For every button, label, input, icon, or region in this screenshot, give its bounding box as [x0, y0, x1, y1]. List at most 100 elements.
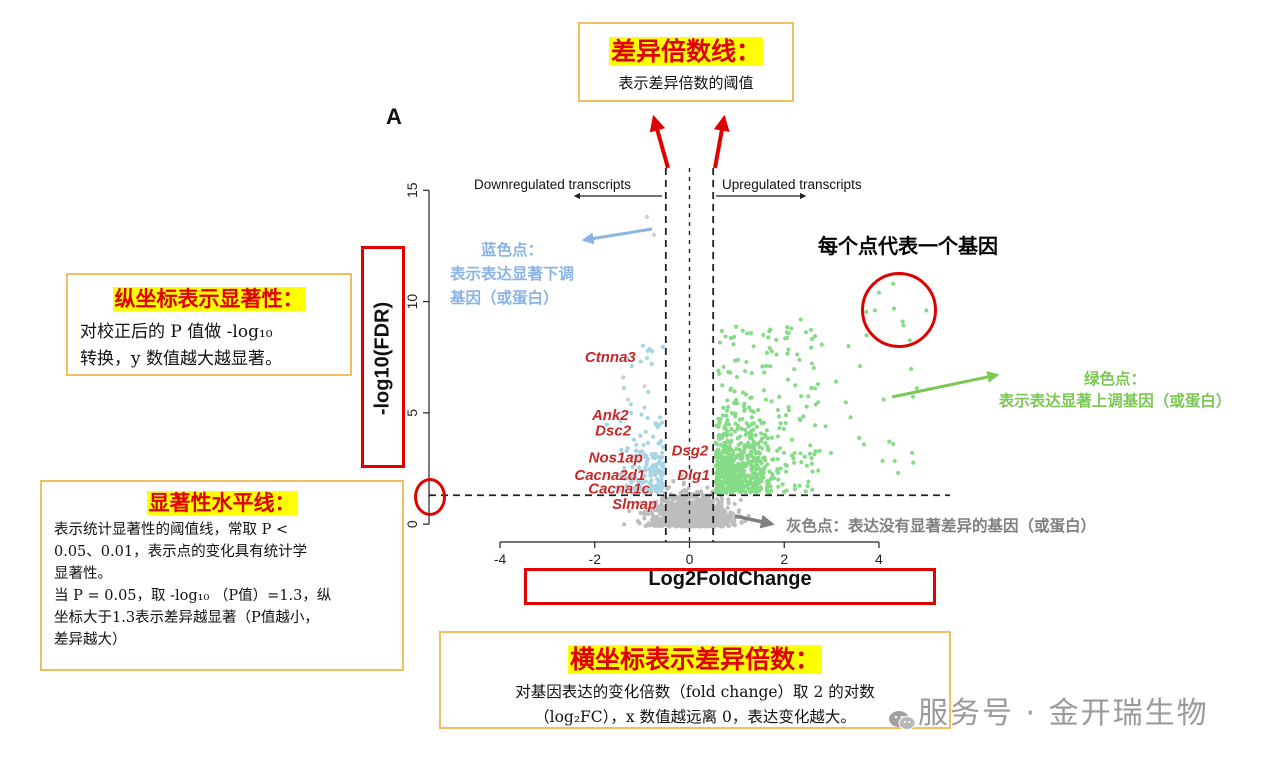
gray-point — [721, 518, 727, 523]
gray-point — [686, 523, 692, 528]
green-point — [729, 467, 734, 472]
green-point — [737, 417, 742, 422]
gray-point — [671, 521, 676, 526]
green-point — [740, 461, 745, 466]
gray-point — [658, 522, 664, 527]
green-point — [742, 446, 747, 452]
gray-point — [700, 517, 706, 522]
gray-point — [688, 523, 694, 528]
gray-point — [695, 517, 700, 522]
gray-point — [687, 507, 692, 512]
green-point — [718, 469, 723, 474]
gray-point — [716, 509, 722, 515]
gray-point — [711, 517, 716, 523]
gray-point — [683, 518, 688, 523]
gray-point — [673, 514, 678, 519]
gray-point — [664, 520, 670, 526]
gray-point — [686, 515, 691, 520]
green-point — [721, 480, 726, 486]
gray-point — [713, 506, 719, 511]
green-point — [739, 481, 745, 486]
gray-point — [714, 508, 719, 513]
gray-point — [694, 493, 699, 498]
gray-point — [710, 523, 716, 528]
gray-point — [719, 514, 724, 520]
green-point — [807, 451, 813, 456]
gray-point — [692, 510, 697, 515]
green-point — [737, 468, 742, 473]
gray-point — [662, 521, 667, 526]
gray-point — [677, 510, 682, 515]
green-point — [756, 466, 762, 471]
green-point — [815, 382, 821, 387]
gray-point — [678, 514, 683, 519]
gray-point — [684, 519, 689, 524]
gray-point — [694, 509, 699, 514]
gray-point — [683, 509, 689, 514]
gray-point — [666, 515, 671, 520]
gray-point — [683, 523, 689, 528]
green-point — [748, 395, 753, 401]
gray-point — [685, 521, 690, 526]
gray-point — [690, 518, 696, 524]
gray-point — [738, 514, 743, 519]
gray-point — [716, 513, 721, 519]
gray-point — [676, 516, 681, 521]
gray-point — [695, 517, 700, 522]
green-point — [722, 440, 727, 446]
gray-point — [671, 519, 676, 524]
gray-point — [681, 510, 686, 515]
gray-point — [671, 522, 676, 527]
gray-point — [672, 510, 677, 516]
green-point — [758, 485, 763, 490]
green-point — [747, 435, 753, 440]
green-point — [740, 390, 746, 395]
gray-point — [691, 508, 697, 513]
green-point — [756, 480, 761, 485]
gray-point — [696, 491, 701, 496]
gray-point — [701, 510, 706, 515]
gray-point — [677, 521, 682, 526]
green-point — [789, 326, 794, 331]
gray-point — [715, 519, 721, 525]
gray-point — [704, 521, 710, 526]
gray-point — [673, 518, 679, 523]
gray-point — [707, 517, 712, 522]
gray-point — [739, 520, 744, 525]
gray-point — [705, 502, 711, 507]
green-point — [764, 488, 770, 493]
gray-point — [701, 523, 706, 528]
blue-point — [640, 475, 645, 480]
gray-point — [688, 523, 693, 528]
blue-point — [661, 461, 666, 466]
gray-point — [653, 507, 658, 512]
green-point — [761, 468, 766, 473]
gray-point — [677, 522, 682, 527]
green-point — [753, 477, 759, 482]
gray-point — [718, 524, 723, 529]
gray-point — [681, 513, 686, 519]
gray-point — [682, 515, 688, 520]
gray-point — [680, 524, 685, 529]
blue-point — [659, 455, 665, 460]
green-point — [752, 480, 757, 486]
green-point — [731, 334, 737, 339]
green-point — [715, 470, 720, 475]
gray-point — [666, 523, 671, 529]
gray-point — [679, 516, 684, 521]
green-point — [721, 465, 726, 470]
green-point — [723, 450, 728, 455]
gray-point — [678, 522, 684, 528]
gray-point — [681, 495, 686, 501]
gene-label: Cacna1c — [588, 481, 650, 498]
gray-point — [684, 511, 689, 516]
gray-point — [677, 500, 682, 505]
gray-point — [695, 513, 700, 519]
gray-point — [670, 509, 676, 514]
green-point — [738, 478, 743, 483]
gray-point — [697, 515, 702, 520]
gray-point — [657, 523, 663, 528]
green-point — [719, 479, 724, 485]
green-point — [717, 454, 722, 459]
gray-point — [703, 509, 708, 515]
